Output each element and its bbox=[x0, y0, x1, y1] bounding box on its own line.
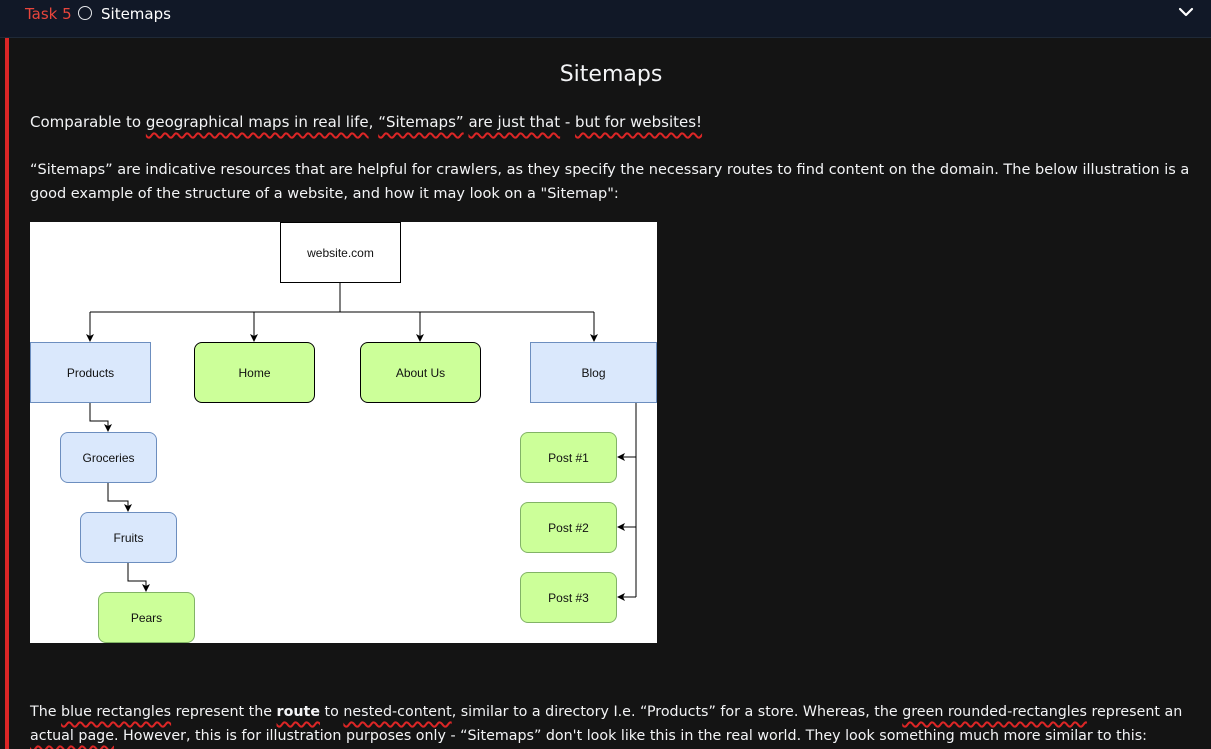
node-about-us: About Us bbox=[360, 342, 481, 403]
highlight-span: nested-content bbox=[343, 704, 452, 720]
highlight-span: actual page bbox=[30, 728, 114, 744]
highlight-span: are just that bbox=[468, 113, 561, 131]
section-heading: Sitemaps bbox=[559, 62, 663, 87]
paragraph-description: “Sitemaps” are indicative resources that… bbox=[30, 158, 1189, 206]
text-span: to bbox=[320, 704, 344, 720]
task-accent-bar bbox=[5, 38, 9, 749]
node-fruits: Fruits bbox=[80, 512, 177, 563]
text-span: Comparable to bbox=[30, 113, 146, 131]
paragraph-line: The blue rectangles represent the route … bbox=[30, 700, 1182, 724]
node-post-2: Post #2 bbox=[520, 502, 617, 553]
highlight-span: “Sitemaps” bbox=[378, 113, 464, 131]
circle-outline-icon bbox=[78, 6, 92, 20]
node-home: Home bbox=[194, 342, 315, 403]
text-span: The bbox=[30, 704, 62, 720]
task-header[interactable]: Task 5 Sitemaps bbox=[0, 0, 1211, 38]
sitemap-diagram: website.com Products Home About Us Blog … bbox=[30, 222, 657, 643]
task-title: Sitemaps bbox=[101, 5, 171, 23]
text-span: - bbox=[560, 113, 576, 131]
node-root: website.com bbox=[280, 222, 401, 283]
node-groceries: Groceries bbox=[60, 432, 157, 483]
text-span: , similar to a directory I.e. “Products”… bbox=[451, 704, 903, 720]
text-span: , bbox=[368, 113, 379, 131]
highlight-span: geographical maps in real life bbox=[145, 113, 369, 131]
node-products: Products bbox=[30, 342, 151, 403]
node-post-3: Post #3 bbox=[520, 572, 617, 623]
highlight-span: route bbox=[276, 704, 320, 720]
paragraph-intro: Comparable to geographical maps in real … bbox=[30, 110, 702, 134]
diagram-connectors bbox=[86, 283, 637, 601]
text-span: represent the bbox=[171, 704, 277, 720]
highlight-span: but for websites! bbox=[575, 113, 703, 131]
paragraph-line: actual page. However, this is for illust… bbox=[30, 724, 1182, 748]
node-post-1: Post #1 bbox=[520, 432, 617, 483]
node-pears: Pears bbox=[98, 592, 195, 643]
task-number-label: Task 5 bbox=[25, 5, 72, 23]
node-blog: Blog bbox=[530, 342, 657, 403]
paragraph-explanation: The blue rectangles represent the route … bbox=[30, 700, 1182, 748]
chevron-down-icon[interactable] bbox=[1176, 5, 1196, 21]
paragraph-line: good example of the structure of a websi… bbox=[30, 186, 619, 202]
text-span: represent an bbox=[1086, 704, 1183, 720]
text-span: . However, this is for illustration purp… bbox=[114, 728, 1147, 744]
paragraph-line: “Sitemaps” are indicative resources that… bbox=[30, 162, 1190, 178]
highlight-span: blue rectangles bbox=[61, 704, 172, 720]
highlight-span: green rounded-rectangles bbox=[902, 704, 1087, 720]
